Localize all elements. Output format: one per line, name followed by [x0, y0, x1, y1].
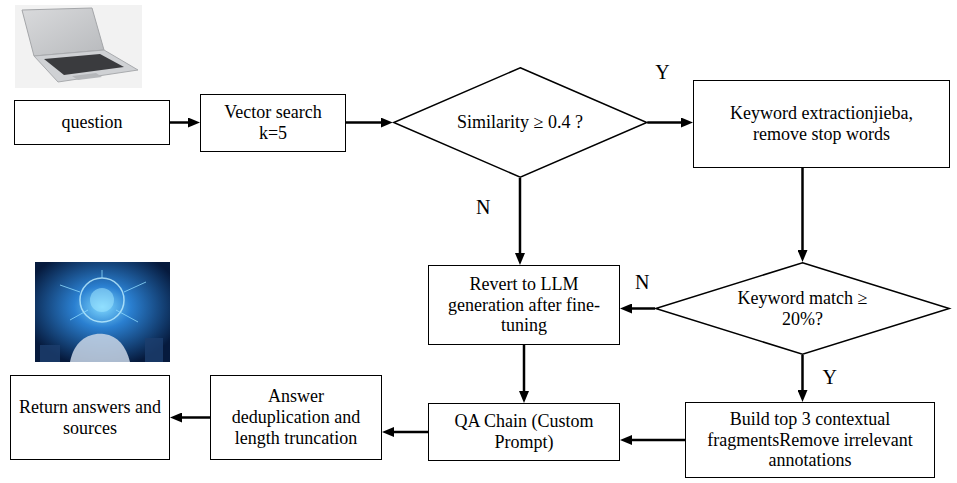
- flow-arrow: [630, 439, 685, 442]
- diamond-shape: [656, 263, 950, 355]
- robot-hand: [70, 334, 130, 362]
- process-box: Return answers and sources: [10, 375, 170, 460]
- city-block: [145, 338, 163, 362]
- flow-arrow: [801, 355, 804, 392]
- process-box: Vector search k=5: [200, 94, 346, 152]
- process-box: QA Chain (Custom Prompt): [428, 403, 620, 461]
- branch-label: N: [633, 271, 651, 293]
- node-text-block: Answer deduplication and length truncati…: [219, 386, 373, 448]
- flow-arrow: [801, 168, 804, 252]
- branch-label: Y: [821, 366, 839, 388]
- flow-arrow: [170, 121, 190, 124]
- node-text-block: Revert to LLM generation after fine-tuni…: [437, 274, 611, 336]
- node-text: Revert to LLM generation after fine-tuni…: [437, 274, 611, 336]
- decision-diamond: Keyword match ≥ 20%?: [655, 262, 950, 355]
- node-text: Keyword extractionjieba, remove stop wor…: [702, 103, 941, 144]
- node-text-block: Keyword extractionjieba, remove stop wor…: [702, 103, 941, 144]
- photo-ground: [35, 262, 170, 362]
- process-box: Keyword extractionjieba, remove stop wor…: [693, 80, 950, 168]
- flow-arrow: [647, 121, 683, 124]
- branch-label: N: [474, 196, 492, 218]
- node-text: Vector search k=5: [209, 102, 337, 143]
- process-box: Build top 3 contextual fragmentsRemove i…: [685, 402, 935, 478]
- flow-arrow: [519, 178, 522, 255]
- node-text: Return answers and sources: [19, 397, 161, 438]
- process-box: Revert to LLM generation after fine-tuni…: [428, 265, 620, 345]
- brain-ring: [80, 278, 124, 322]
- node-text: QA Chain (Custom Prompt): [437, 411, 611, 452]
- node-text-block: Build top 3 contextual fragmentsRemove i…: [694, 409, 926, 471]
- laptop-base: [34, 50, 138, 82]
- process-box: question: [14, 100, 170, 145]
- node-text-block: Keyword match ≥ 20%?: [728, 288, 878, 329]
- node-text-block: Return answers and sources: [19, 397, 161, 438]
- flow-arrow: [630, 307, 655, 310]
- flow-arrow: [523, 345, 526, 393]
- node-text: Build top 3 contextual fragmentsRemove i…: [694, 409, 926, 471]
- node-text-block: Vector search k=5: [209, 102, 337, 143]
- photo-ground: [15, 5, 142, 88]
- node-text: Similarity ≥ 0.4 ?: [450, 112, 590, 133]
- flow-arrow: [346, 121, 383, 124]
- branch-label: Y: [653, 61, 671, 83]
- node-text-block: Similarity ≥ 0.4 ?: [450, 112, 590, 133]
- decision-diamond: Similarity ≥ 0.4 ?: [393, 67, 648, 178]
- node-text-block: QA Chain (Custom Prompt): [437, 411, 611, 452]
- process-box: Answer deduplication and length truncati…: [210, 375, 382, 460]
- laptop-keyboard: [44, 54, 124, 75]
- ai-photo: [35, 262, 170, 362]
- node-text-block: question: [62, 112, 123, 133]
- node-text: question: [62, 112, 123, 133]
- node-text: Answer deduplication and length truncati…: [219, 386, 373, 448]
- diamond-shape: [393, 68, 646, 178]
- circuit-lines: [60, 270, 146, 322]
- laptop-trackpad: [72, 73, 102, 80]
- brain-core: [90, 288, 114, 312]
- city-block: [40, 345, 60, 362]
- laptop-lid: [22, 8, 104, 56]
- node-text: Keyword match ≥ 20%?: [728, 288, 878, 329]
- flow-arrow: [180, 416, 210, 419]
- laptop-photo: [15, 5, 142, 88]
- flow-arrow: [392, 431, 428, 434]
